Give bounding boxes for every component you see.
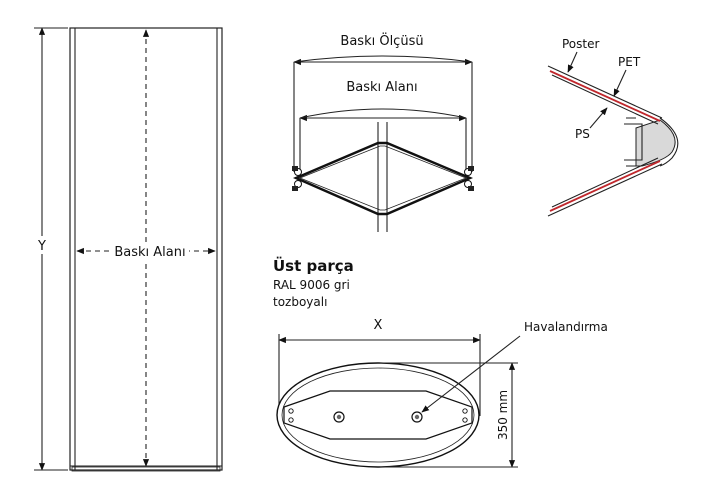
- upper-outer-sheet: [547, 65, 663, 119]
- vent-right: [411, 411, 423, 423]
- print-size-label: Baskı Ölçüsü: [340, 32, 423, 49]
- top-piece-desc-line2: tozboyalı: [273, 295, 327, 309]
- vent-leader: [421, 335, 521, 413]
- poster-label: Poster: [562, 37, 599, 51]
- pet-label: PET: [618, 55, 641, 69]
- column-print-area-label: Baskı Alanı: [114, 245, 185, 260]
- top-piece-section: Üst parça RAL 9006 gri tozboyalı X Haval…: [273, 256, 608, 468]
- height-label-bg: [33, 236, 51, 254]
- panel-clip-right-bottom: [464, 180, 474, 191]
- panel-clip-left-bottom: [292, 180, 302, 191]
- edge-outer-curve: [659, 117, 679, 167]
- panel-clip-left-top: [292, 166, 302, 176]
- upper-inner-sheet: [551, 74, 659, 125]
- clamp-profile-tips: [626, 117, 636, 167]
- lower-poster-line: [549, 160, 661, 212]
- poster-leader: [567, 51, 578, 73]
- top-piece-desc-line1: RAL 9006 gri: [273, 278, 350, 292]
- vent-left: [333, 411, 345, 423]
- print-area-arc: [299, 108, 467, 119]
- edge-profile-fill: [635, 119, 676, 167]
- clamp-profile: [624, 123, 643, 161]
- pet-leader: [613, 69, 627, 97]
- top-piece-title: Üst parça: [273, 256, 354, 275]
- top-piece-inner-ellipse: [281, 367, 475, 463]
- lower-inner-sheet: [551, 157, 659, 208]
- top-view-print-area-label: Baskı Alanı: [346, 80, 417, 95]
- panel-outline: [292, 141, 474, 216]
- upper-poster-line: [549, 70, 661, 122]
- column-base-plate: [71, 466, 221, 472]
- lower-outer-sheet: [547, 163, 663, 217]
- edge-detail: Poster PET PS: [547, 37, 679, 217]
- top-piece-inner-plate: [283, 390, 473, 440]
- ps-leader: [589, 107, 608, 129]
- height-label: Y: [37, 239, 46, 254]
- top-piece-width-label: X: [374, 318, 383, 333]
- ps-label: PS: [575, 127, 590, 141]
- vent-label: Havalandırma: [524, 320, 608, 334]
- depth-label: 350 mm: [496, 390, 510, 440]
- print-area-label-bg: [111, 242, 189, 260]
- print-size-arc: [293, 55, 473, 63]
- plate-screw-right-top: [462, 408, 468, 414]
- column-front-view: Y Baskı Alanı: [33, 27, 223, 472]
- panel-clip-right-top: [464, 166, 474, 176]
- panel-inner-outline: [298, 145, 468, 211]
- plate-screw-left-bottom: [288, 417, 294, 423]
- panel-top-view: Baskı Ölçüsü Baskı Alanı: [292, 32, 474, 232]
- plate-screw-left-top: [288, 408, 294, 414]
- top-piece-outer-ellipse: [276, 362, 480, 468]
- plate-screw-right-bottom: [462, 417, 468, 423]
